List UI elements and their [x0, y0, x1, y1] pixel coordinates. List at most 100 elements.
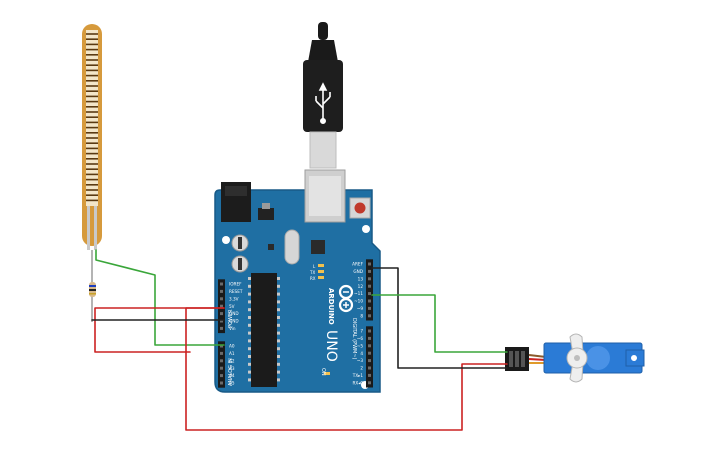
header-pin-hole[interactable]: [368, 314, 371, 318]
pin-label: A2: [229, 358, 235, 363]
pin-label: ~3: [357, 358, 364, 363]
atmega-chip: [251, 273, 277, 387]
wire-flex-to-a0[interactable]: [95, 249, 225, 346]
header-pin-hole[interactable]: [220, 381, 223, 385]
arduino-uno-board[interactable]: L TX RX ON ARDUINO UNO POWER ANALOG IN D…: [214, 169, 381, 393]
servo-lead-red: [528, 358, 547, 361]
chip-pin: [248, 370, 251, 374]
wire-5v-to-resistor[interactable]: [94, 307, 225, 353]
pin-label: 13: [358, 276, 364, 281]
small-chip: [268, 244, 274, 250]
pin-label: ~9: [357, 306, 364, 311]
chip-pin: [248, 284, 251, 288]
reset-button-icon[interactable]: [349, 197, 371, 219]
header-pin-hole[interactable]: [368, 329, 371, 333]
header-pin-hole[interactable]: [220, 344, 223, 348]
usb-cable[interactable]: [303, 22, 343, 169]
header-pin-hole[interactable]: [368, 336, 371, 340]
digital-header-title: DIGITAL (PWM~): [351, 318, 357, 360]
servo-gear-housing: [586, 346, 610, 370]
header-pin-hole[interactable]: [220, 312, 223, 316]
header-pin-hole[interactable]: [220, 374, 223, 378]
header-pin-hole[interactable]: [220, 359, 223, 363]
header-pin-hole[interactable]: [220, 304, 223, 308]
mounting-hole-3: [222, 236, 230, 244]
resistor-band-1: [89, 285, 96, 287]
led-rx: [318, 276, 324, 279]
chip-pin: [248, 300, 251, 304]
chip-pin: [277, 347, 280, 351]
atmega-chip-pins: [248, 277, 280, 382]
chip-pin: [248, 347, 251, 351]
header-pin-hole[interactable]: [368, 299, 371, 303]
wire-5v-to-servo[interactable]: [185, 307, 508, 431]
chip-pin: [248, 378, 251, 382]
pin-label: ~6: [357, 336, 364, 341]
led-l: [318, 264, 324, 267]
chip-pin: [277, 331, 280, 335]
pin-label: 2: [360, 366, 363, 371]
header-pin-hole[interactable]: [220, 351, 223, 355]
pin-label: AREF: [352, 262, 363, 267]
crystal-oscillator: [284, 229, 300, 265]
pin-label: Vin: [229, 326, 236, 331]
header-pin-hole[interactable]: [220, 319, 223, 323]
mounting-hole-2: [362, 225, 370, 233]
header-pin-hole[interactable]: [220, 326, 223, 330]
header-pin-hole[interactable]: [368, 277, 371, 281]
header-pin-hole[interactable]: [220, 366, 223, 370]
wire-pin11-to-servo[interactable]: [371, 294, 508, 353]
servo-connector-pin-1: [509, 351, 513, 367]
usb-symbol-icon: [315, 82, 331, 125]
header-pin-hole[interactable]: [220, 282, 223, 286]
pin-label: 7: [360, 329, 363, 334]
flex-sensor-strip: [86, 30, 98, 206]
wires: [91, 249, 508, 431]
wire-gnd-to-servo[interactable]: [371, 267, 508, 369]
chip-pin: [248, 308, 251, 312]
flex-sensor[interactable]: [82, 24, 102, 250]
header-pin-hole[interactable]: [220, 297, 223, 301]
pin-label: 12: [358, 284, 364, 289]
pin-label: ~10: [354, 299, 363, 304]
header-pin-hole[interactable]: [368, 351, 371, 355]
voltage-regulator: [258, 208, 274, 220]
label-rx: RX: [310, 276, 316, 281]
header-pin-hole[interactable]: [368, 262, 371, 266]
infinity-logo-icon: [338, 284, 354, 313]
pin-label: A1: [229, 351, 235, 356]
header-pin-hole[interactable]: [368, 344, 371, 348]
chip-pin: [248, 355, 251, 358]
resistor[interactable]: [89, 250, 96, 322]
header-pin-hole[interactable]: [368, 284, 371, 288]
header-pin-hole[interactable]: [220, 289, 223, 293]
chip-pin: [248, 292, 251, 296]
pin-label: RESET: [229, 289, 243, 294]
micro-servo[interactable]: [505, 333, 645, 383]
label-tx: TX: [309, 270, 315, 275]
chip-pin: [277, 370, 280, 374]
header-pin-hole[interactable]: [368, 373, 371, 377]
label-on: ON: [320, 368, 326, 376]
uno-model-text: UNO: [323, 330, 339, 362]
regulator-tab: [262, 203, 270, 209]
header-pin-hole[interactable]: [368, 359, 371, 363]
pin-label: RX◂0: [352, 380, 363, 385]
chip-pin: [248, 362, 251, 366]
header-pin-hole[interactable]: [368, 292, 371, 296]
chip-pin: [248, 339, 251, 343]
power-header-title: POWER: [228, 309, 234, 328]
chip-pin: [277, 316, 280, 319]
servo-connector-pin-3: [521, 351, 525, 367]
header-pin-hole[interactable]: [368, 381, 371, 385]
led-tx: [318, 270, 324, 273]
header-pin-hole[interactable]: [368, 306, 371, 310]
pin-label: ~5: [357, 343, 364, 348]
chip-pin: [277, 277, 280, 280]
header-pin-hole[interactable]: [368, 269, 371, 273]
header-pin-hole[interactable]: [368, 366, 371, 370]
servo-lead-brown: [528, 354, 547, 358]
